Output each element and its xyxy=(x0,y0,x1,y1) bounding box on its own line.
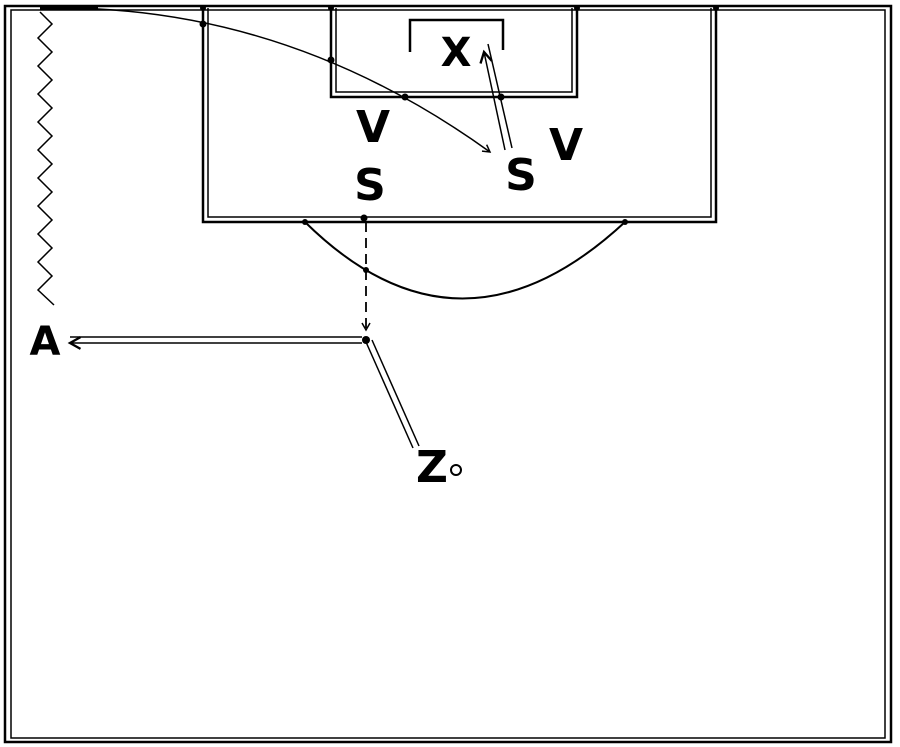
striker-center-label: S xyxy=(354,160,386,211)
attacker-label: A xyxy=(30,319,61,365)
pass-to-attacker xyxy=(70,337,362,343)
dribble-path xyxy=(36,11,55,306)
line-nodes xyxy=(199,5,719,344)
defender-right-label: V xyxy=(549,120,583,171)
z-connector xyxy=(365,339,420,449)
start-point-label: Z xyxy=(416,442,448,493)
goalkeeper-label: X xyxy=(441,30,472,76)
start-point-marker xyxy=(450,464,462,476)
defender-left-label: V xyxy=(356,102,390,153)
goal-area xyxy=(329,8,579,99)
field-boundary xyxy=(3,4,893,744)
ball-curve-path xyxy=(59,7,492,153)
penalty-area xyxy=(201,8,718,224)
striker-right-label: S xyxy=(505,150,537,201)
penalty-arc xyxy=(304,221,626,300)
goal xyxy=(408,18,505,52)
